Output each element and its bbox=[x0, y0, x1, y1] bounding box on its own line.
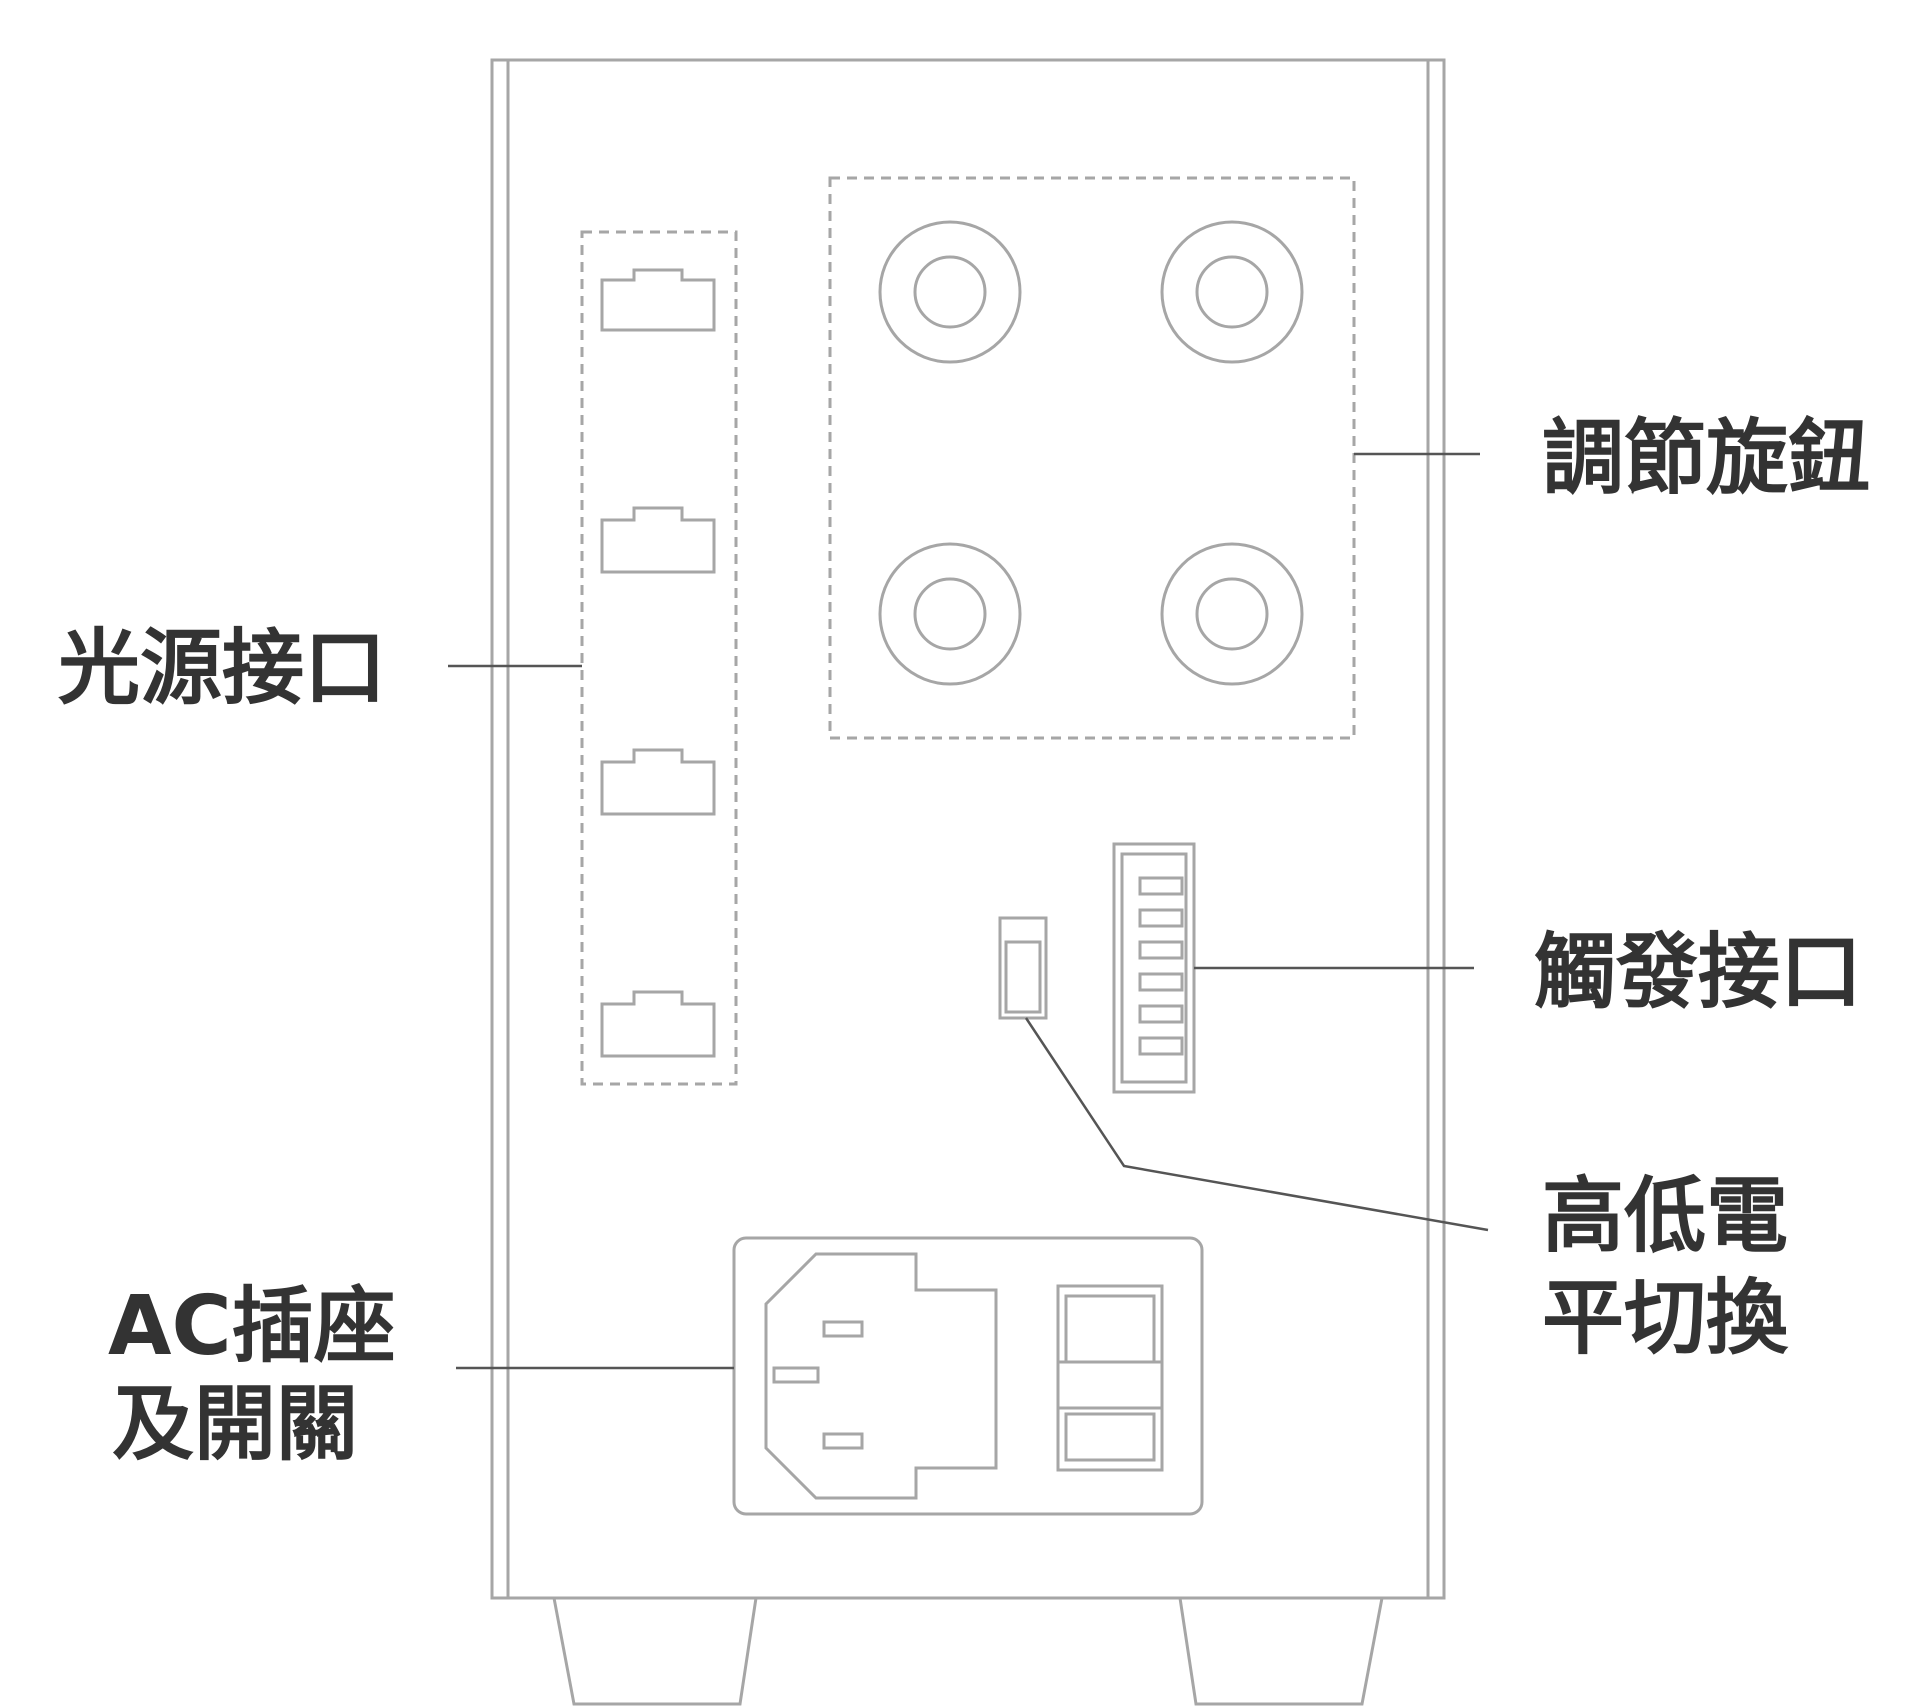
knob-4 bbox=[1160, 542, 1304, 686]
iec-inlet bbox=[764, 1252, 998, 1500]
right-foot bbox=[1178, 1597, 1384, 1706]
label-hi-lo-switch-line1: 高低電 bbox=[1542, 1169, 1788, 1264]
ac-socket-and-switch bbox=[732, 1236, 1204, 1516]
hi-lo-level-switch bbox=[998, 916, 1048, 1020]
label-trigger-port: 觸發接口 bbox=[1534, 925, 1862, 1020]
leader-lines bbox=[448, 452, 1489, 1370]
leader-hi-lo bbox=[1024, 1017, 1489, 1232]
knob-3 bbox=[878, 542, 1022, 686]
rj45-port-4 bbox=[600, 990, 716, 1058]
label-ac-socket-line1: AC插座 bbox=[108, 1279, 396, 1374]
knob-2 bbox=[1160, 220, 1304, 364]
enclosure bbox=[490, 58, 1446, 1600]
rj45-port-3 bbox=[600, 748, 716, 816]
feet bbox=[552, 1597, 1384, 1706]
adjust-knob-group bbox=[828, 176, 1356, 740]
left-foot bbox=[552, 1597, 758, 1706]
label-ac-socket-line2: 及開關 bbox=[112, 1377, 358, 1472]
rj45-port-1 bbox=[600, 268, 716, 332]
knob-1 bbox=[878, 220, 1022, 364]
light-source-port-group bbox=[580, 230, 738, 1086]
label-hi-lo-switch-line2: 平切換 bbox=[1542, 1271, 1789, 1366]
label-light-source-port: 光源接口 bbox=[58, 621, 386, 716]
rj45-port-2 bbox=[600, 506, 716, 574]
trigger-terminal-block bbox=[1112, 842, 1196, 1094]
power-rocker-switch bbox=[1056, 1284, 1164, 1472]
label-adjust-knob: 調節旋鈕 bbox=[1542, 411, 1870, 506]
